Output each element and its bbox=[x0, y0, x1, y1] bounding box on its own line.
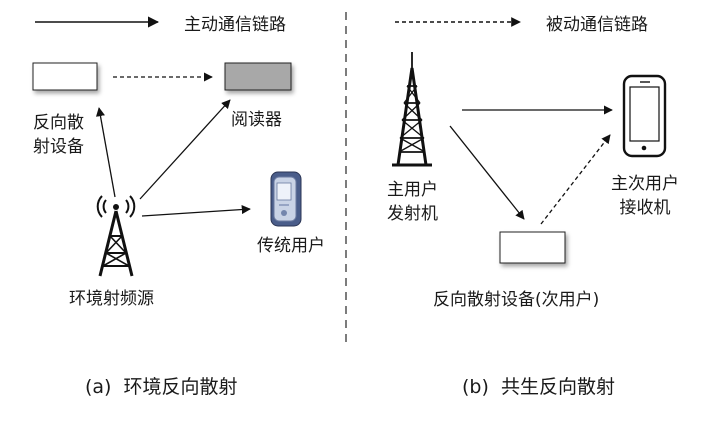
arrow-source-to-legacy-user bbox=[141, 204, 251, 217]
caption-b: (b) 共生反向散射 bbox=[462, 376, 615, 398]
legend-primary-link-label: 主动通信链路 bbox=[184, 15, 286, 35]
reader-label: 阅读器 bbox=[231, 110, 282, 130]
ambient-source-tower-icon bbox=[96, 195, 136, 277]
backscatter-device-b-label: 反向散射设备(次用户) bbox=[433, 290, 600, 310]
legacy-user-handset-icon bbox=[270, 171, 302, 227]
ambient-source-label: 环境射频源 bbox=[69, 289, 154, 309]
arrow-source-to-device bbox=[95, 107, 116, 198]
backscatter-device-a-label: 反向散 射设备 bbox=[33, 113, 84, 157]
receiver-label: 主次用户 接收机 bbox=[611, 174, 679, 218]
arrow-device-to-receiver bbox=[540, 134, 611, 225]
receiver-smartphone-icon bbox=[622, 74, 667, 158]
backscatter-device-a bbox=[32, 62, 98, 91]
backscatter-device-b bbox=[499, 231, 566, 264]
arrow-transmitter-to-device bbox=[449, 125, 525, 220]
primary-transmitter-tower-icon bbox=[392, 52, 432, 167]
legacy-user-label: 传统用户 bbox=[257, 236, 325, 256]
reader-device bbox=[224, 62, 292, 91]
arrow-source-to-reader bbox=[139, 99, 231, 200]
primary-transmitter-label: 主用户 发射机 bbox=[387, 180, 438, 224]
caption-a: (a) 环境反向散射 bbox=[85, 376, 238, 398]
legend-backscatter-link-label: 被动通信链路 bbox=[546, 15, 648, 35]
